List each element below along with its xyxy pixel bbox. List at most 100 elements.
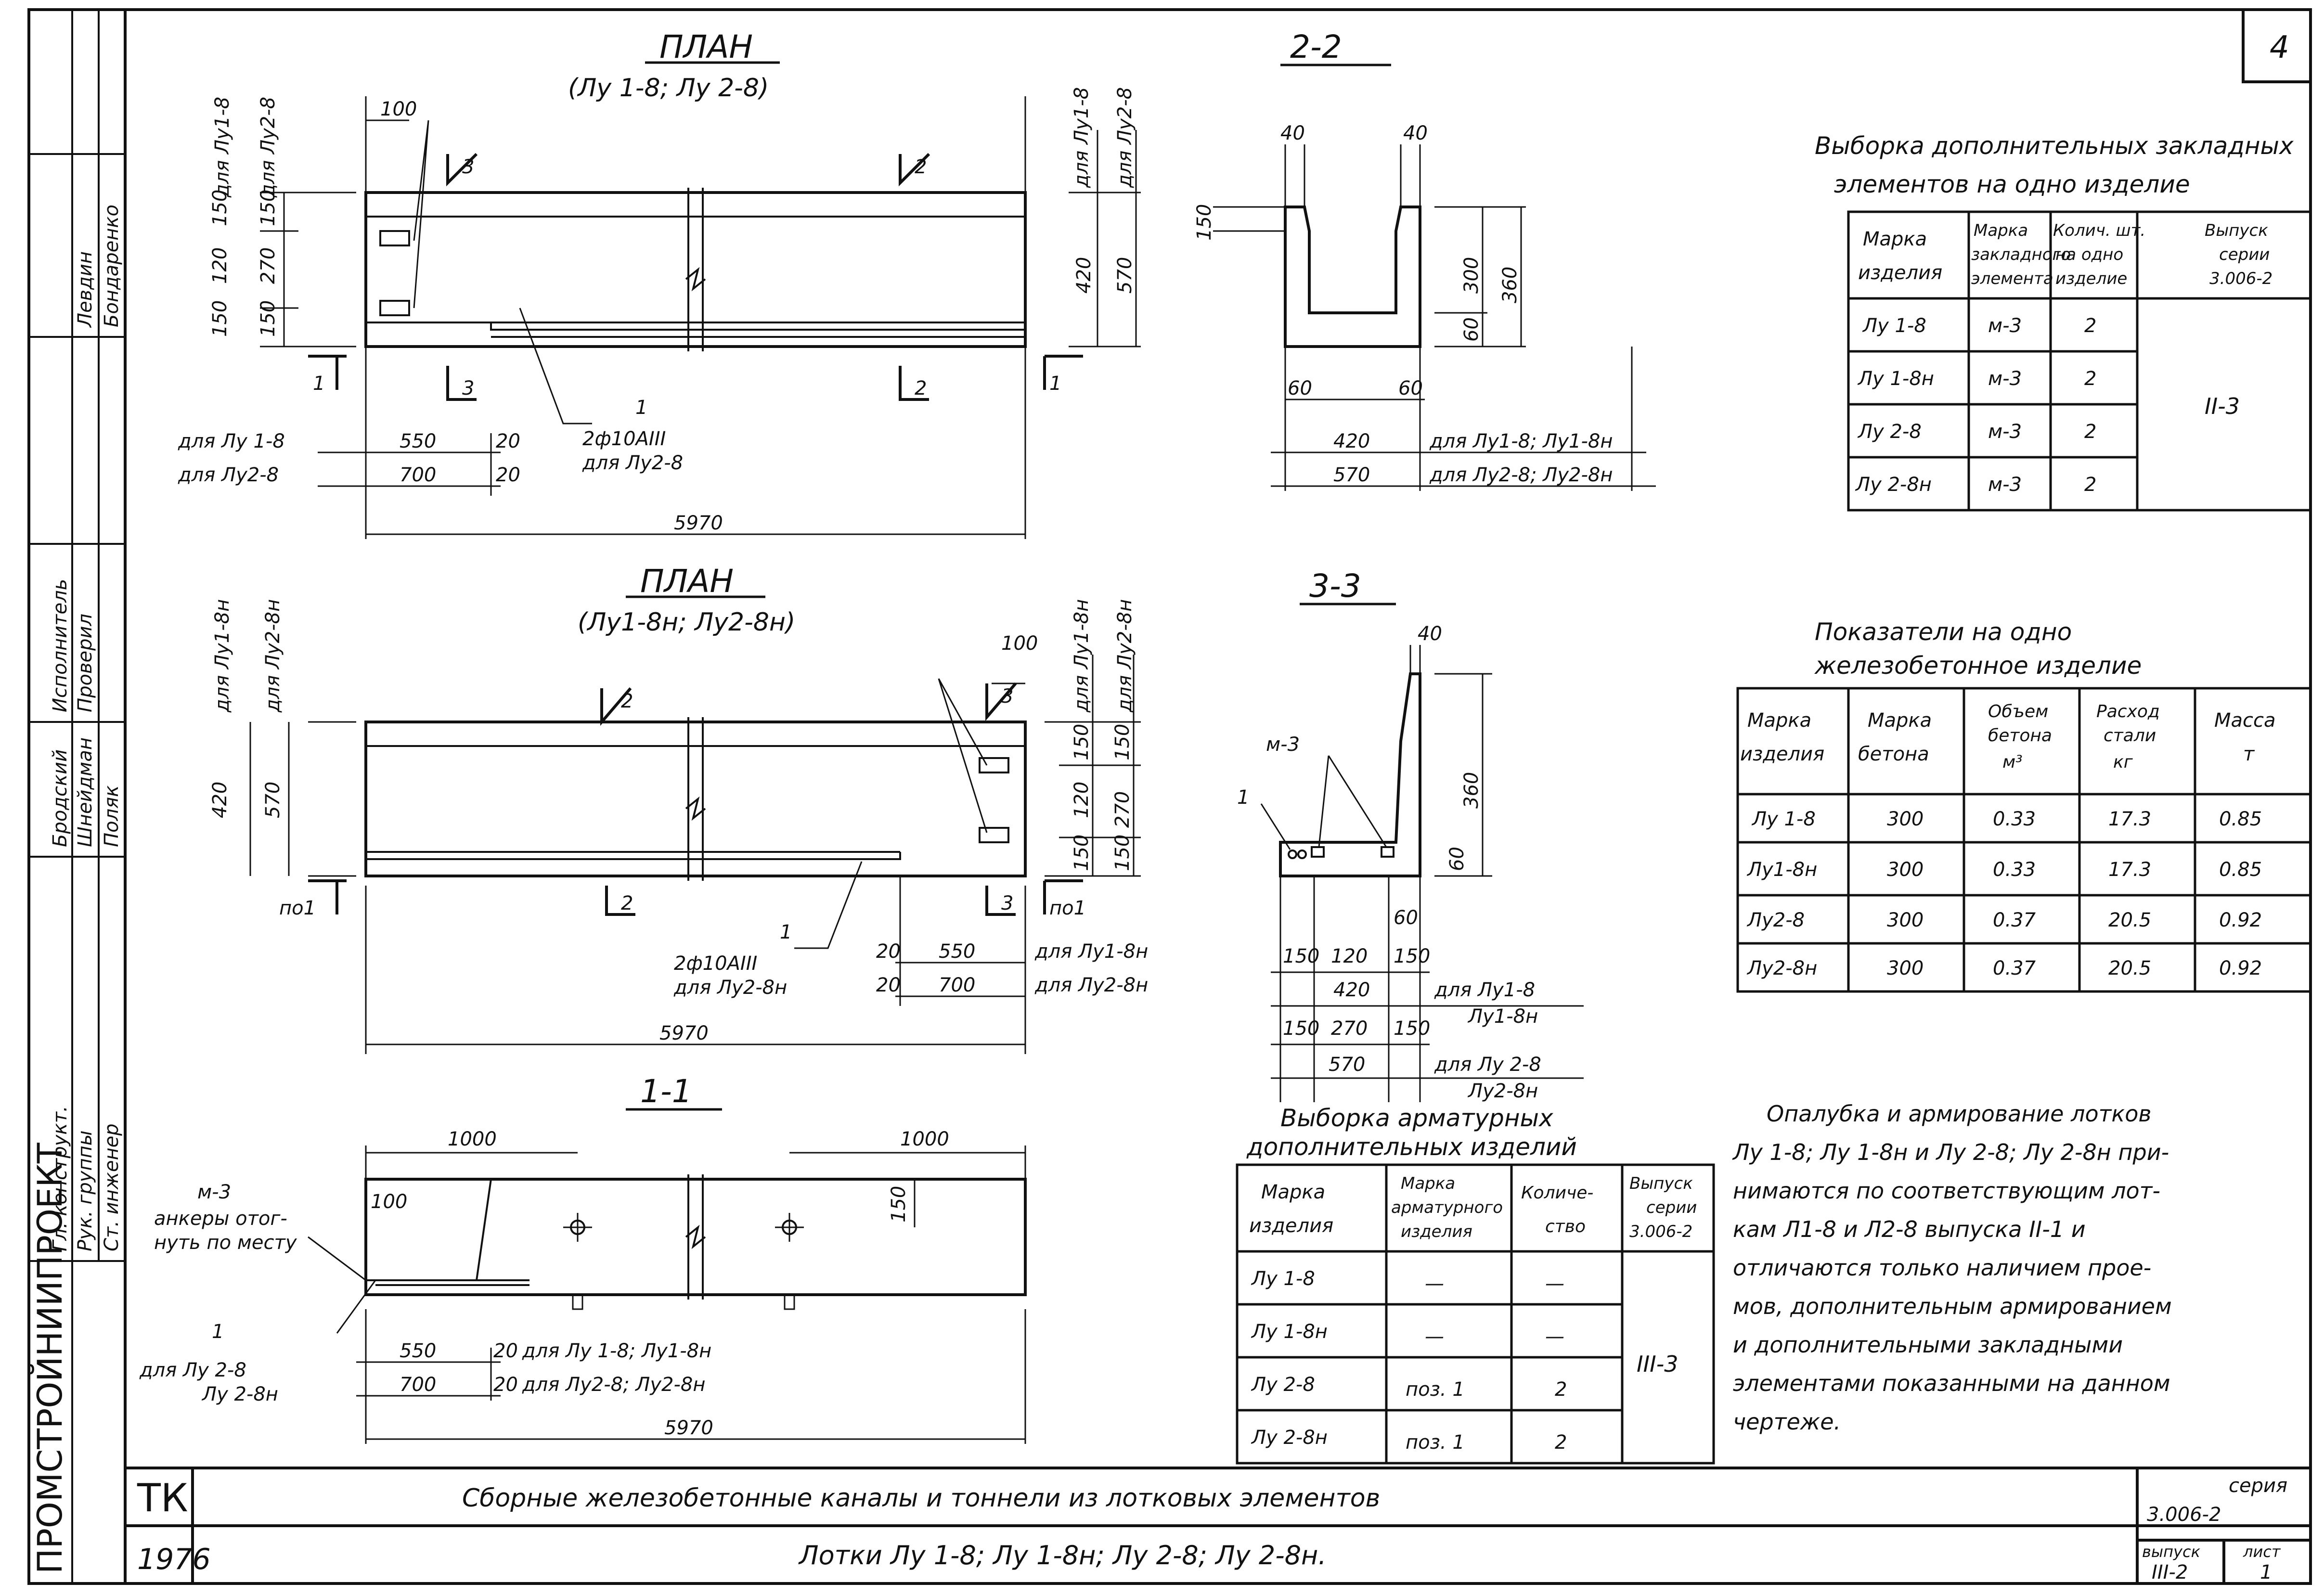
plan2-dim-420: 420 [209, 782, 231, 818]
stamp-org: ПРОМСТРОЙНИИПРОЕКТ [30, 1143, 70, 1574]
ind-h5-2: т [2243, 743, 2255, 765]
ind-r3-c4: 20.5 [2108, 909, 2151, 931]
embed-r4-c1: Лу 2-8н [1855, 474, 1932, 496]
sec22-profile [1284, 206, 1421, 348]
sec33-row-1a: для Лу1-8 [1434, 979, 1535, 1001]
sec11-anchor-1: анкеры отог- [154, 1208, 287, 1230]
ind-r1-c4: 17.3 [2108, 808, 2151, 830]
ind-h2-2: бетона [1858, 743, 1929, 765]
embed-r1-c1: Лу 1-8 [1862, 315, 1926, 337]
sec33-dim-150c: 150 [1283, 1017, 1319, 1040]
sec33-dim-360: 360 [1460, 772, 1483, 809]
sec33-dim-60b: 60 [1394, 907, 1418, 929]
rebar-r3-c2: поз. 1 [1406, 1378, 1465, 1401]
ind-r4-c4: 20.5 [2108, 957, 2151, 979]
plan1-dim-420: 420 [1073, 257, 1095, 294]
stamp-year: 1976 [137, 1543, 211, 1576]
sec11-dim-550: 550 [400, 1340, 436, 1362]
plan2-side-right-1: для Лу1-8н [1071, 599, 1093, 713]
side-name-6: Поляк [101, 785, 123, 847]
sec11-dim-5970: 5970 [664, 1417, 713, 1439]
sec11-pos-1: для Лу 2-8 [139, 1359, 246, 1381]
plan1-dim-120: 120 [209, 247, 231, 284]
rebar-r3-c3: 2 [1555, 1378, 1567, 1401]
plan1-dim-570: 570 [1114, 257, 1136, 294]
embed-r2-c2: м-3 [1988, 368, 2022, 390]
rebar-h2-2: арматурного [1391, 1198, 1503, 1217]
ind-r4-c1: Лу2-8н [1746, 957, 1817, 979]
sec22-dim-570: 570 [1333, 464, 1370, 486]
sec22-row-1: для Лу1-8; Лу1-8н [1429, 430, 1613, 452]
sec11-dim-1000b: 1000 [900, 1128, 949, 1150]
note-line-3: нимаются по соответствующим лот- [1733, 1178, 2160, 1204]
embed-r2-c3: 2 [2084, 368, 2096, 390]
stamp-sheet-label: лист [2243, 1543, 2281, 1561]
rebar-h3-2: ство [1545, 1217, 1586, 1236]
sec33-dim-120: 120 [1331, 945, 1368, 967]
plan2-dim-150d: 150 [1111, 835, 1134, 871]
sec33-row-1b: Лу1-8н [1467, 1005, 1538, 1028]
embed-r4-c2: м-3 [1988, 474, 2022, 496]
side-name-4: Шнейдман [74, 737, 96, 847]
ind-r1-c2: 300 [1887, 808, 1924, 830]
plan2-cut-3-top: 3 [1001, 685, 1013, 708]
plan1-row-2: для Лу2-8 [178, 464, 279, 486]
plan2-cut-1-right: по1 [1049, 897, 1086, 919]
plan1-title: ПЛАН [659, 28, 753, 65]
sec33-row-2b: Лу2-8н [1467, 1080, 1538, 1102]
embed-title-2: элементов на одно изделие [1834, 170, 2190, 198]
side-role-1: Гл. конструкт. [49, 1106, 71, 1251]
plan1-row-1: для Лу 1-8 [178, 430, 285, 452]
plan2-cut-3: 3 [1001, 892, 1013, 914]
sec33-title: 3-3 [1309, 567, 1361, 605]
plan1-pos-text: 2ф10АIII [582, 428, 666, 450]
embed-title-1: Выборка дополнительных закладных [1815, 132, 2294, 160]
ind-h1-2: изделия [1740, 743, 1824, 765]
ind-h4-1: Расход [2096, 702, 2160, 721]
plan1-side-right-1: для Лу1-8 [1071, 87, 1093, 188]
plan2-dim-20a: 20 [876, 940, 901, 963]
stamp-code: ТК [137, 1476, 188, 1520]
ind-r2-c5: 0.85 [2219, 859, 2262, 881]
sec11-anchor-2: нуть по месту [154, 1232, 297, 1254]
embed-h3-3: изделие [2055, 269, 2127, 288]
embed-r1-c3: 2 [2084, 315, 2096, 337]
ind-r4-c5: 0.92 [2219, 957, 2262, 979]
sec33-m3: м-3 [1266, 734, 1300, 756]
sec22-row-2: для Лу2-8; Лу2-8н [1429, 464, 1613, 486]
plan2-side-left-1: для Лу1-8н [211, 599, 233, 713]
side-name-7: Бондаренко [101, 205, 123, 327]
rebar-r4-c1: Лу 2-8н [1251, 1427, 1328, 1449]
side-role-5: Проверил [74, 614, 96, 712]
rebar-table: Выборка арматурных дополнительных издели… [1236, 1104, 1715, 1465]
rebar-h1-1: Марка [1261, 1181, 1325, 1203]
sec22-dim-420: 420 [1333, 430, 1370, 452]
ind-r2-c2: 300 [1887, 859, 1924, 881]
embed-h1-2: изделия [1858, 262, 1942, 284]
embed-h4-3: 3.006-2 [2209, 269, 2272, 288]
plan1-cut-2: 2 [915, 377, 927, 399]
ind-r1-c5: 0.85 [2219, 808, 2262, 830]
ind-r2-c3: 0.33 [1993, 859, 2036, 881]
rebar-title-1: Выборка арматурных [1280, 1104, 1553, 1132]
plan2-side-right-2: для Лу2-8н [1114, 599, 1136, 713]
plan2-subtitle: (Лу1-8н; Лу2-8н) [578, 608, 795, 637]
stamp-title: Сборные железобетонные каналы и тоннели … [462, 1484, 1380, 1513]
note-line-7: и дополнительными закладными [1733, 1332, 2123, 1358]
plan2-body [364, 721, 1027, 877]
plan1-dim-150d: 150 [257, 300, 279, 337]
plan1-dim-150c: 150 [257, 190, 279, 226]
ind-r2-c1: Лу1-8н [1746, 859, 1817, 881]
plan1-pos-num: 1 [635, 397, 647, 419]
ind-title-2: железобетонное изделие [1814, 652, 2142, 680]
sec33-dim-570: 570 [1329, 1054, 1365, 1076]
sec22-dim-60b: 60 [1288, 377, 1312, 399]
plan1-dim-100: 100 [380, 98, 417, 120]
stamp-series: 3.006-2 [2147, 1504, 2221, 1526]
embed-h2-1: Марка [1974, 221, 2028, 240]
ind-r3-c3: 0.37 [1993, 909, 2036, 931]
plan1-cut-1: 1 [313, 373, 325, 395]
sec33-row-2a: для Лу 2-8 [1434, 1054, 1541, 1076]
plan1-cut-1-right: 1 [1049, 373, 1061, 395]
sec11-dim-20b: 20 [493, 1374, 518, 1396]
